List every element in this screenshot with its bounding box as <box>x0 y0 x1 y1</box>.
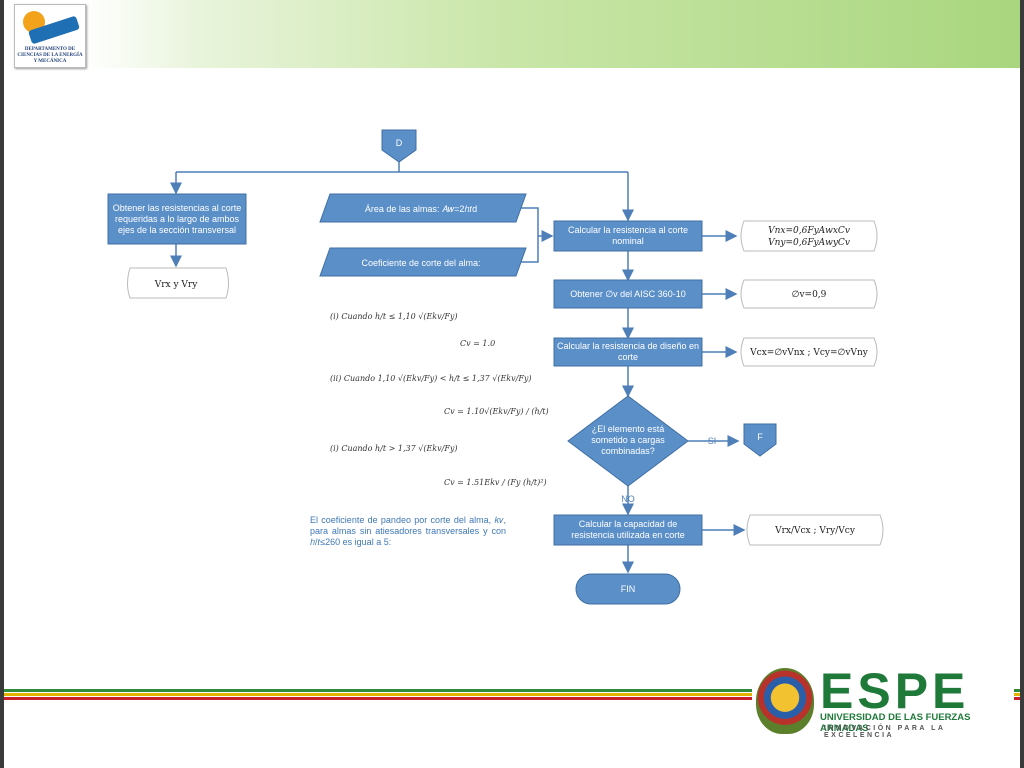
svg-text:corte: corte <box>618 352 638 362</box>
process-nominal-resistance: Calcular la resistencia al corte nominal <box>553 220 703 252</box>
svg-text:Calcular la resistencia al cor: Calcular la resistencia al corte <box>568 225 688 235</box>
svg-text:Coeficiente de corte del alma:: Coeficiente de corte del alma: <box>361 258 480 268</box>
stripe-yellow <box>4 693 1020 696</box>
svg-text:Vrx y Vry: Vrx y Vry <box>154 280 198 290</box>
department-logo: DEPARTAMENTO DE CIENCIAS DE LA ENERGÍA Y… <box>14 4 86 68</box>
svg-text:(𝑖) 𝐶𝑢𝑎𝑛𝑑𝑜 h/t > 1,37: (𝑖) 𝐶𝑢𝑎𝑛𝑑𝑜 h/t > 1,37 √(Ekv/Fy) <box>330 444 458 453</box>
svg-text:combinadas?: combinadas? <box>601 446 655 456</box>
svg-text:requeridas a lo largo de ambos: requeridas a lo largo de ambos <box>115 214 240 224</box>
terminator-end: FIN <box>575 573 681 605</box>
cv-formulas: (𝑖) 𝐶𝑢𝑎𝑛𝑑𝑜 h/t ≤ 1,10 √(Ekv/Fy) 𝐶𝑣 = 1.0… <box>330 312 549 487</box>
university-motto: INNOVACIÓN PARA LA EXCELENCIA <box>824 725 946 739</box>
svg-text:Calcular la resistencia de dis: Calcular la resistencia de diseño en <box>557 341 699 351</box>
stripe-green <box>4 689 1020 692</box>
svg-text:∅v=0,9: ∅v=0,9 <box>792 290 827 300</box>
svg-text:resistencia utilizada en corte: resistencia utilizada en corte <box>571 530 685 540</box>
data-capacity-output: Vrx/Vcx ; Vry/Vcy <box>746 514 884 546</box>
top-green-band <box>84 0 1020 68</box>
process-obtain-resistances: Obtener las resistencias al corte requer… <box>107 193 247 245</box>
svg-text:¿El elemento está: ¿El elemento está <box>592 424 665 434</box>
input-web-area: Área de las almas: 𝐴𝑤=2ℎ𝑡d <box>319 193 527 223</box>
department-name: DEPARTAMENTO DE CIENCIAS DE LA ENERGÍA Y… <box>17 47 83 64</box>
svg-text:Calcular la capacidad de: Calcular la capacidad de <box>579 519 678 529</box>
yes-label: SI <box>708 436 717 446</box>
svg-text:sometido a cargas: sometido a cargas <box>591 435 665 445</box>
svg-text:FIN: FIN <box>621 584 636 594</box>
svg-text:ejes de la sección transversal: ejes de la sección transversal <box>118 225 236 235</box>
svg-text:Obtener ∅v del AISC 360-10: Obtener ∅v del AISC 360-10 <box>570 289 685 299</box>
slide: DEPARTAMENTO DE CIENCIAS DE LA ENERGÍA Y… <box>4 0 1020 768</box>
svg-text:nominal: nominal <box>612 236 644 246</box>
stripe-red <box>4 697 1020 700</box>
svg-text:𝑉𝑛y=0,6𝐹𝑦𝐴𝑤y𝐶𝑣: 𝑉𝑛y=0,6𝐹𝑦𝐴𝑤y𝐶𝑣 <box>768 238 850 248</box>
svg-text:𝐶𝑣 = 1.0: 𝐶𝑣 = 1.0 <box>460 339 495 348</box>
process-capacity: Calcular la capacidad de resistencia uti… <box>553 514 703 546</box>
process-obtain-phi: Obtener ∅v del AISC 360-10 <box>553 279 703 309</box>
svg-text:D: D <box>396 138 403 148</box>
data-nominal-output: 𝑉𝑛x=0,6𝐹𝑦𝐴𝑤x𝐶𝑣 𝑉𝑛y=0,6𝐹𝑦𝐴𝑤y𝐶𝑣 <box>740 220 878 252</box>
no-label: NO <box>621 494 635 504</box>
process-design-resistance: Calcular la resistencia de diseño en cor… <box>553 337 703 367</box>
connector-f: F <box>743 423 777 457</box>
svg-text:F: F <box>757 432 763 442</box>
decision-combined-loads: ¿El elemento está sometido a cargas comb… <box>567 395 689 487</box>
svg-text:(𝑖) 𝐶𝑢𝑎𝑛𝑑𝑜 h/t ≤ 1,10: (𝑖) 𝐶𝑢𝑎𝑛𝑑𝑜 h/t ≤ 1,10 √(Ekv/Fy) <box>330 312 458 321</box>
data-vrx-vry: Vrx y Vry <box>127 267 229 299</box>
input-web-shear-coefficient: Coeficiente de corte del alma: <box>319 247 527 277</box>
kv-note: El coeficiente de pandeo por corte del a… <box>310 515 506 547</box>
espe-logo: ESPE UNIVERSIDAD DE LAS FUERZAS ARMADAS … <box>752 662 1014 739</box>
svg-text:Vrx/Vcx ; Vry/Vcy: Vrx/Vcx ; Vry/Vcy <box>774 526 856 536</box>
svg-text:𝐶𝑣 = 1.51Ekv / (Fy (h/t)²): 𝐶𝑣 = 1.51Ekv / (Fy (h/t)²) <box>444 478 547 487</box>
crest-icon <box>756 668 814 734</box>
svg-text:𝑉𝑛x=0,6𝐹𝑦𝐴𝑤x𝐶𝑣: 𝑉𝑛x=0,6𝐹𝑦𝐴𝑤x𝐶𝑣 <box>768 226 850 236</box>
svg-text:Obtener las resistencias al co: Obtener las resistencias al corte <box>113 203 242 213</box>
svg-text:Vcx=∅vVnx ; Vcy=∅vVny: Vcx=∅vVnx ; Vcy=∅vVny <box>749 348 869 358</box>
svg-text:(𝑖𝑖) 𝐶𝑢𝑎𝑛𝑑𝑜 1,10 √(Ek: (𝑖𝑖) 𝐶𝑢𝑎𝑛𝑑𝑜 1,10 √(Ekv/Fy) < h/t ≤ 1,37 … <box>330 374 532 383</box>
data-design-output: Vcx=∅vVnx ; Vcy=∅vVny <box>740 337 878 367</box>
university-name: UNIVERSIDAD DE LAS FUERZAS ARMADAS <box>820 712 971 734</box>
connector-lines <box>170 162 746 574</box>
flowchart: D Obtener las resistencias al corte requ… <box>107 129 884 605</box>
data-phi-output: ∅v=0,9 <box>740 279 878 309</box>
svg-text:Área de las almas: 𝐴𝑤=2ℎ𝑡d: Área de las almas: 𝐴𝑤=2ℎ𝑡d <box>365 204 477 214</box>
connector-d: D <box>381 129 417 163</box>
svg-text:𝐶𝑣 = 1.10√(Ekv/Fy) / (h/t): 𝐶𝑣 = 1.10√(Ekv/Fy) / (h/t) <box>444 407 549 416</box>
espe-wordmark: ESPE <box>820 663 970 719</box>
